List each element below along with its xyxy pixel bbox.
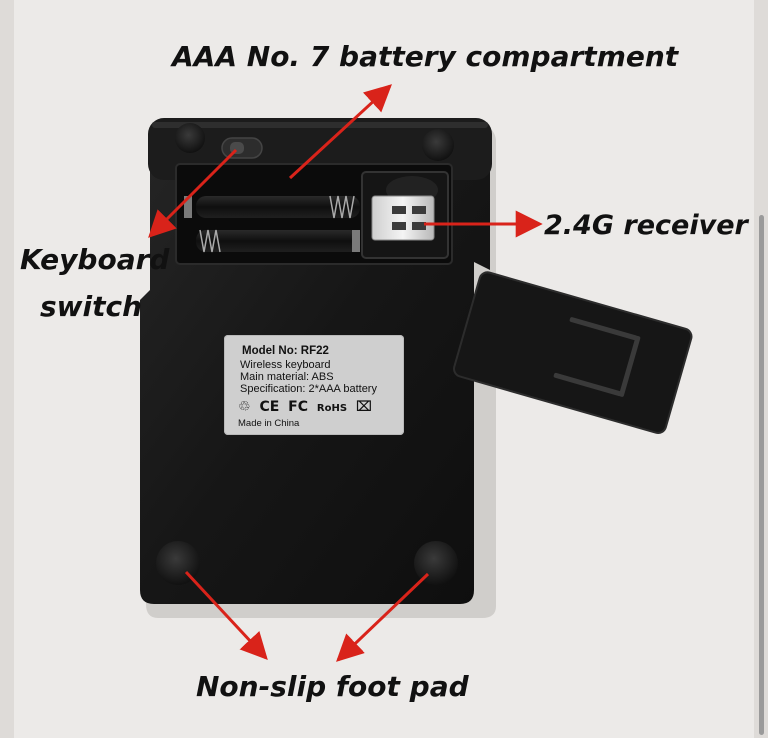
frame-edge-left: [0, 0, 14, 748]
recycle-icon: ♲: [238, 399, 251, 415]
annotation-switch-line2: switch: [40, 290, 143, 323]
arrow-foot-right: [336, 572, 430, 662]
rohs-mark: RoHS: [316, 403, 348, 414]
fc-mark: FC: [288, 399, 308, 415]
battery-bottom: [196, 230, 360, 252]
annotation-switch-line1: Keyboard: [20, 243, 170, 276]
label-product-name: Wireless keyboard: [240, 359, 331, 371]
foot-pad-top-right: [422, 129, 454, 161]
arrow-switch: [148, 148, 238, 238]
crossed-bin-icon: ⌧: [355, 399, 373, 415]
annotation-foot-pad: Non-slip foot pad: [196, 670, 469, 703]
battery-top: [196, 196, 360, 218]
label-origin: Made in China: [238, 418, 300, 429]
annotation-battery-compartment: AAA No. 7 battery compartment: [172, 40, 679, 73]
foot-pad-bottom-right: [414, 541, 458, 585]
certification-marks: ♲ CE FC RoHS ⌧: [238, 399, 376, 415]
battery-cover: [453, 271, 693, 435]
scrollbar[interactable]: [759, 215, 764, 735]
label-specification: Specification: 2*AAA battery: [240, 383, 377, 395]
annotation-receiver: 2.4G receiver: [544, 210, 748, 241]
bottom-bar: [0, 738, 768, 748]
label-material: Main material: ABS: [240, 371, 334, 383]
product-label: [224, 335, 404, 435]
arrow-battery: [288, 84, 392, 180]
label-model: Model No: RF22: [242, 345, 329, 357]
foot-pad-top-left: [175, 123, 205, 153]
ce-mark: CE: [259, 399, 280, 415]
arrow-foot-left: [184, 570, 268, 660]
usb-receiver: [371, 195, 435, 241]
